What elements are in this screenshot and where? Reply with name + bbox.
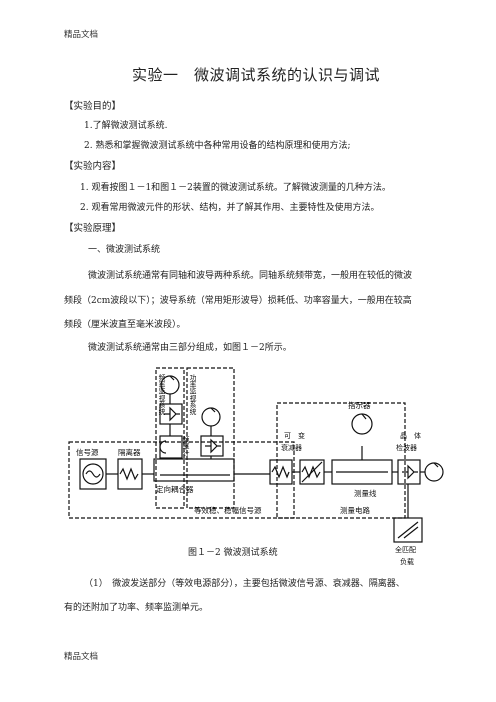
label-matched-load-1: 全匹配 bbox=[395, 545, 416, 554]
purpose-item-2: 2. 熟悉和掌握微波测试系统中各种常用设备的结构原理和使用方法; bbox=[84, 141, 351, 151]
label-freq-meter: 频率计 bbox=[182, 435, 190, 458]
label-crystal-2: 检波器 bbox=[396, 443, 417, 452]
label-freq-monitor: 频率监视系统 bbox=[157, 373, 165, 416]
label-slotted-line: 测量线 bbox=[354, 488, 377, 498]
page-header: 精品文档 bbox=[64, 30, 99, 40]
subheading-microwave-system: 一、微波测试系统 bbox=[88, 245, 161, 255]
label-matched-load-2: 负载 bbox=[400, 557, 414, 566]
label-measure-circuit: 测量电路 bbox=[340, 505, 370, 515]
label-variable-attenuator-2: 衰减器 bbox=[281, 443, 302, 452]
para1-line3: 频段（厘米波直至毫米波段）。 bbox=[64, 320, 186, 330]
content-item-2: 2. 观看常用微波元件的形状、结构，并了解其作用、主要特性及使用方法。 bbox=[80, 203, 380, 213]
para1-line2: 频段（2cm波段以下）；波导系统（常用矩形波导）损耗低、功率容量大，一般用在较高 bbox=[64, 296, 412, 306]
figure-caption: 图１－2 微波测试系统 bbox=[188, 548, 278, 558]
section-principle: 【实验原理】 bbox=[64, 223, 122, 234]
microwave-system-diagram: 信号源 隔离器 定向耦合器 等效稳、稳幅信号源 频率计 频率监视系统 功率监视系… bbox=[68, 367, 444, 566]
purpose-item-1: 1.了解微波测试系统. bbox=[84, 121, 168, 131]
content-item-1: 1. 观看按图１－1和图１－2装置的微波测试系统。了解微波测量的几种方法。 bbox=[80, 183, 391, 193]
label-indicator: 指示器 bbox=[348, 400, 371, 410]
label-equiv-source: 等效稳、稳幅信号源 bbox=[194, 505, 262, 515]
label-crystal-1: 晶 体 bbox=[400, 431, 421, 440]
page-footer: 精品文档 bbox=[64, 652, 99, 662]
label-variable-attenuator-1: 可 变 bbox=[284, 431, 305, 440]
label-signal-source: 信号源 bbox=[76, 447, 99, 457]
page-title: 实验一 微波调试系统的认识与调试 bbox=[132, 66, 381, 84]
section-content: 【实验内容】 bbox=[64, 161, 122, 172]
section-purpose: 【实验目的】 bbox=[64, 101, 122, 112]
label-power-monitor: 功率监视系统 bbox=[188, 374, 196, 416]
label-isolator: 隔离器 bbox=[118, 447, 141, 457]
para2: 微波测试系统通常由三部分组成，如图１－2所示。 bbox=[88, 343, 292, 353]
label-coupler: 定向耦合器 bbox=[156, 484, 194, 494]
para3-line1: （1） 微波发送部分（等效电源部分），主要包括微波信号源、衰减器、隔离器、 bbox=[84, 579, 405, 589]
para3-line2: 有的还附加了功率、频率监测单元。 bbox=[64, 603, 209, 613]
para1-line1: 微波测试系统通常有同轴和波导两种系统。同轴系统频带宽，一般用在较低的微波 bbox=[88, 271, 413, 281]
